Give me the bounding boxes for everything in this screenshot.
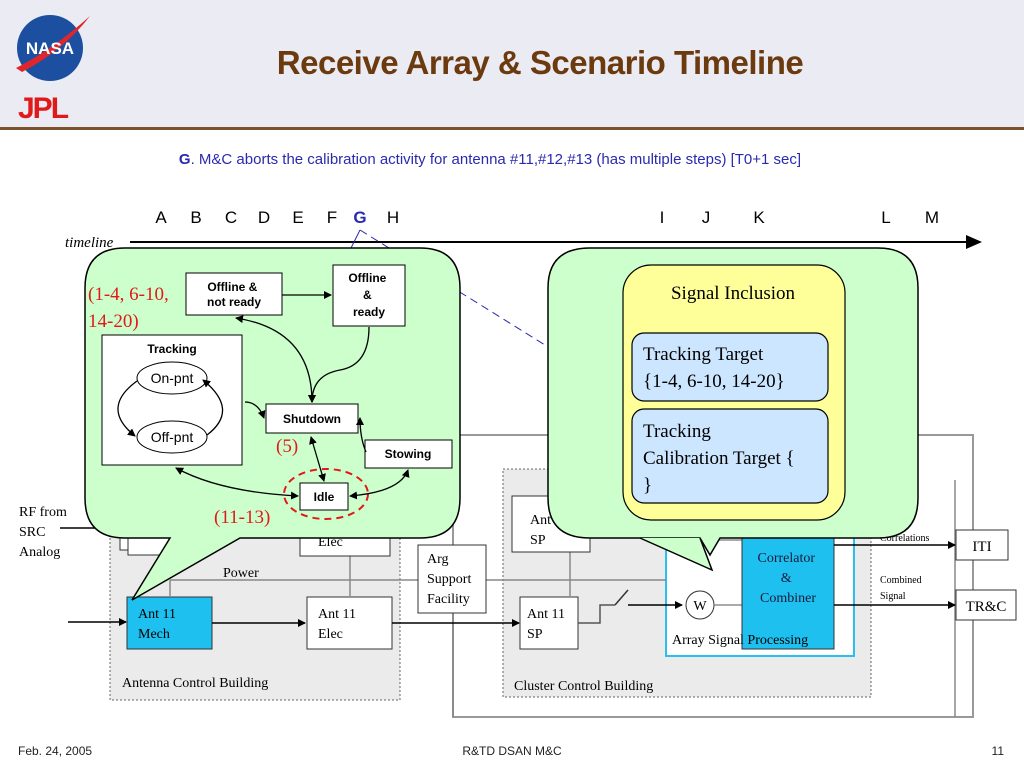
calibration-target-label: Tracking Calibration Target { } [643,421,799,496]
ant-elec-label: Ant 11 Elec [318,607,359,642]
shutdown-idle-arrow [309,436,326,482]
state-stowing[interactable] [364,439,453,469]
state-offline-not-ready[interactable] [185,272,283,316]
timeline-marker-j: J [702,208,711,227]
page-title: Receive Array & Scenario Timeline [276,44,804,81]
callout-tail-outline [639,537,714,572]
tracking-target-label: Tracking Target {1-4, 6-10, 14-20} [643,344,785,392]
tracking-idle-arrow [175,467,299,500]
step-description: G. M&C aborts the calibration activity f… [0,151,980,168]
jpl-logo: JPL [18,92,69,125]
ant-sp-block[interactable] [519,596,579,650]
svg-text:NASA: NASA [26,39,74,58]
state-machine-callout: (1-4, 6-10, 14-20) Offline & not ready O… [84,247,461,601]
marker-pointer [349,229,361,251]
substate-off-pnt[interactable] [136,420,208,454]
footer-title: R&TD DSAN M&C [462,744,562,758]
antenna-building-label: Antenna Control Building [122,676,268,691]
off-pnt-label: Off-pnt [151,429,194,445]
arg-support-facility[interactable] [417,544,487,614]
idle-stowing-arrow [349,469,410,500]
ready-to-shutdown-arrow [308,326,370,403]
state-offline-ready[interactable] [332,264,406,327]
timeline-marker-b: B [190,208,201,227]
state-stowing-label: Stowing [385,447,432,461]
shutdown-offline-arrow [235,315,316,403]
ant-sp-behind-label: Ant SP [530,513,555,548]
timeline-arrow-icon [966,235,982,249]
state-idle-label: Idle [314,490,335,504]
ant-mech-label: Ant 11 Mech [138,607,179,642]
page-number: 11 [991,744,1004,758]
state-shutdown-label: Shutdown [283,412,341,426]
timeline-marker-e: E [292,208,303,227]
group-annotation-1b: 14-20) [88,311,139,332]
on-pnt-label: On-pnt [151,370,194,386]
header-divider [0,127,1024,130]
iti-block[interactable] [955,529,1009,561]
substate-on-pnt[interactable] [136,361,208,395]
timeline-marker-g: G [353,208,366,227]
timeline-marker-h: H [387,208,399,227]
slide-header [0,0,1024,128]
off-to-on-arrow [202,379,224,436]
iti-label: ITI [972,539,991,555]
arg-support-label: Arg Support Facility [427,552,475,607]
array-signal-processing-label: Array Signal Processing [672,633,808,648]
tracking-target-box[interactable] [631,332,829,402]
ant-sp-label: Ant 11 SP [527,607,568,642]
state-shutdown[interactable] [265,403,359,434]
correlator-label: Correlator & Combiner [757,551,818,606]
stowing-to-shutdown-arrow [356,417,367,453]
timeline-marker-a: A [155,208,167,227]
power-label: Power [223,566,259,581]
timeline-marker-i: I [660,208,665,227]
signal-switch[interactable] [614,589,629,606]
timeline-marker-f: F [327,208,337,227]
rf-source-label: RF from SRC Analog [19,505,70,560]
state-tracking-label: Tracking [147,342,196,356]
combined-signal-label: Combined Signal [880,575,924,602]
timeline-marker-l: L [881,208,890,227]
signal-inclusion-callout: Signal Inclusion Tracking Target {1-4, 6… [547,247,919,572]
step-letter: G [178,151,191,168]
switch-line [578,604,615,624]
state-idle[interactable] [299,482,349,511]
step-text: . M&C aborts the calibration activity fo… [190,151,802,168]
nasa-logo-icon: NASA [16,15,90,81]
timeline-label: timeline [65,235,114,251]
correlator-combiner-block[interactable] [741,536,835,650]
correlations-label: Correlations [880,533,930,544]
state-offline-ready-label: Offline & ready [348,271,389,319]
timeline-marker-m: M [925,208,939,227]
trc-block[interactable] [955,589,1017,621]
trc-label: TR&C [966,599,1007,615]
timeline-marker-d: D [258,208,270,227]
group-annotation-3: (11-13) [214,507,270,528]
calibration-target-box[interactable] [631,408,829,504]
ant-elec-block[interactable] [306,596,393,650]
cluster-building-label: Cluster Control Building [514,679,653,694]
timeline-marker-k: K [753,208,765,227]
state-offline-not-ready-label: Offline & not ready [207,280,261,309]
on-to-off-arrow [117,380,138,437]
group-annotation-2: (5) [276,436,298,457]
ant-mech-block[interactable] [126,596,213,650]
footer-date: Feb. 24, 2005 [18,744,93,758]
timeline-marker-c: C [225,208,237,227]
group-annotation-1a: (1-4, 6-10, [88,284,169,305]
signal-inclusion-title: Signal Inclusion [671,283,796,304]
weight-label: W [693,599,707,614]
